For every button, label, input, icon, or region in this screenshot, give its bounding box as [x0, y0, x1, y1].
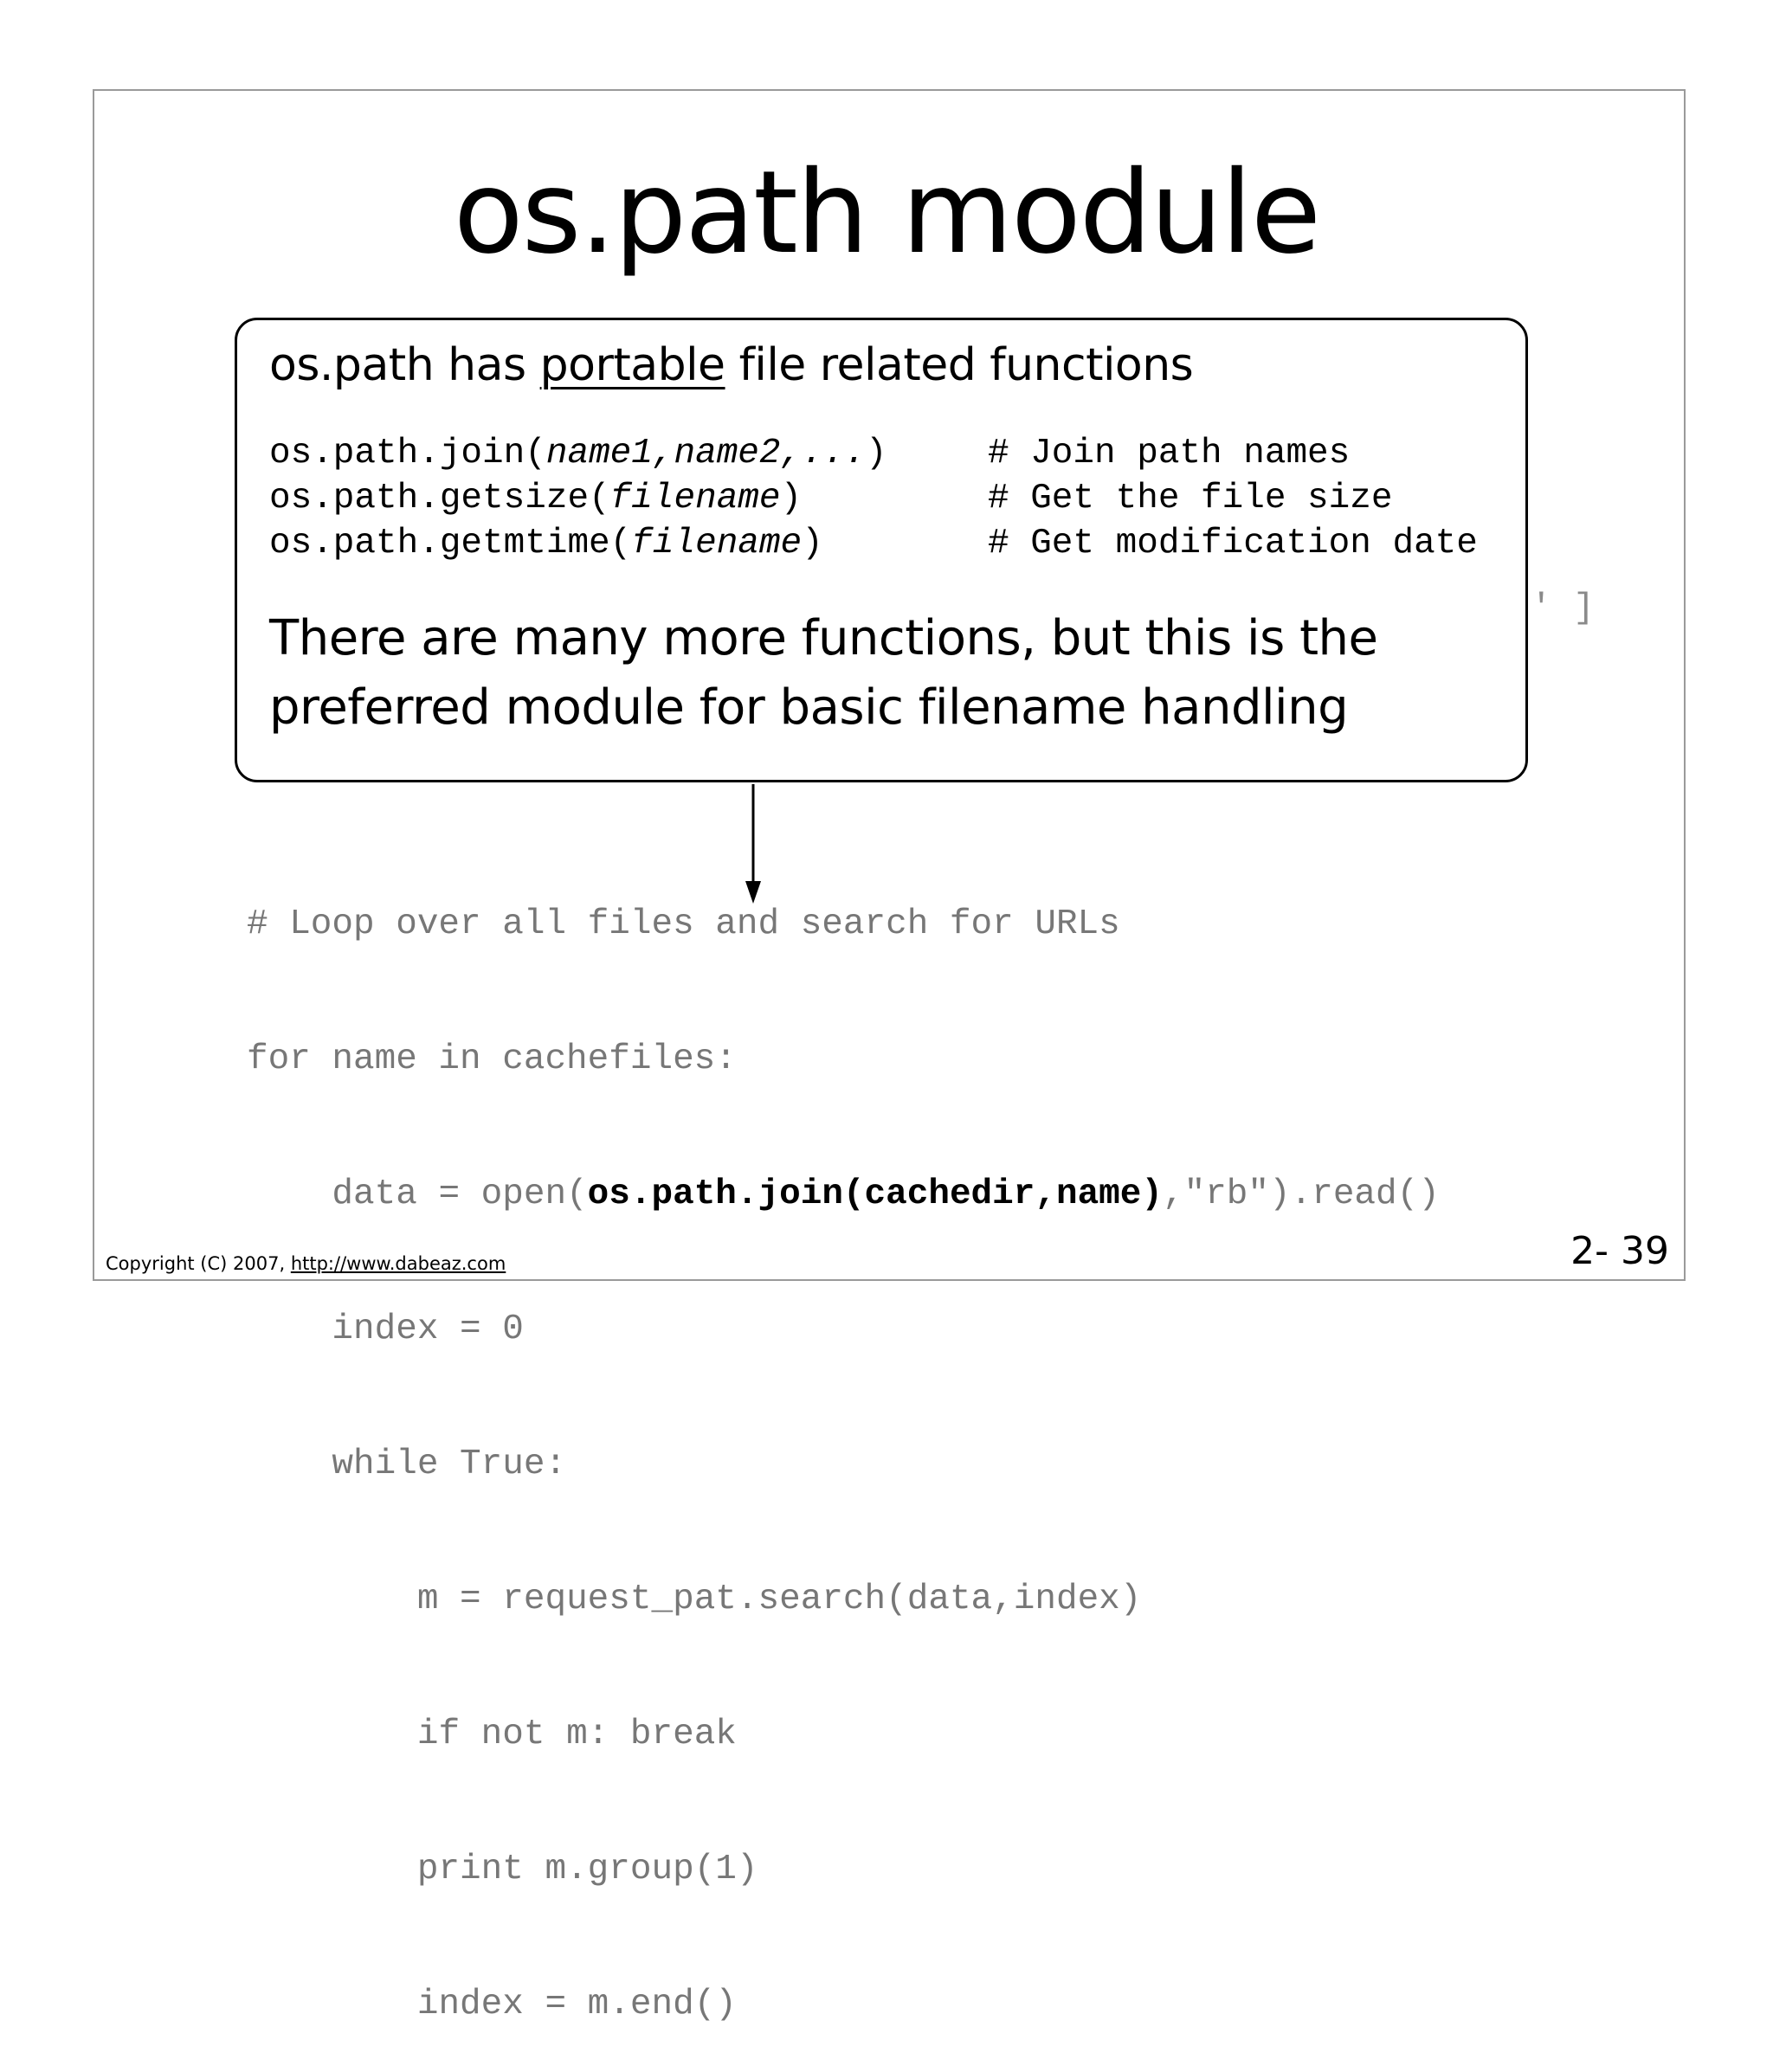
code-line: m = request_pat.search(data,index): [416, 1580, 1142, 1619]
footer-copyright: Copyright (C) 2007, http://www.dabeaz.co…: [106, 1253, 506, 1274]
function-list: os.path.join(name1,name2,...) # Join pat…: [269, 431, 1478, 566]
highlighted-call: os.path.join(cachedir,name): [587, 1174, 1163, 1214]
function-comment: # Get the file size: [988, 479, 1393, 518]
footer-link[interactable]: http://www.dabeaz.com: [290, 1253, 506, 1274]
page-number: 2- 39: [1570, 1229, 1669, 1273]
code-line: while True:: [332, 1445, 567, 1484]
code-block: # Loop over all files and search for URL…: [247, 812, 1440, 2072]
slide-title: os.path module: [453, 146, 1321, 280]
function-row: os.path.join(name1,name2,...) # Join pat…: [269, 431, 1350, 476]
callout-heading: os.path has portable file related functi…: [269, 339, 1194, 391]
emphasis-underline: portable: [539, 339, 725, 391]
function-comment: # Join path names: [988, 434, 1351, 473]
pointer-arrow-icon: [745, 784, 761, 904]
code-line: # Loop over all files and search for URL…: [247, 904, 1120, 944]
background-code-fragment: ' ]: [1531, 589, 1595, 628]
code-line: print m.group(1): [416, 1850, 758, 1889]
code-line: index = 0: [332, 1309, 524, 1349]
callout-note: There are many more functions, but this …: [269, 610, 1378, 736]
function-row: os.path.getsize(filename) # Get the file…: [269, 476, 1392, 521]
code-line: if not m: break: [416, 1715, 737, 1754]
slide-frame: [93, 89, 1686, 1281]
code-line: index = m.end(): [416, 1985, 737, 2024]
function-comment: # Get modification date: [988, 524, 1478, 563]
code-line: data = open(os.path.join(cachedir,name),…: [332, 1174, 1440, 1214]
code-line: for name in cachefiles:: [247, 1039, 737, 1079]
function-row: os.path.getmtime(filename) # Get modific…: [269, 521, 1478, 566]
callout-box: os.path has portable file related functi…: [235, 318, 1528, 782]
